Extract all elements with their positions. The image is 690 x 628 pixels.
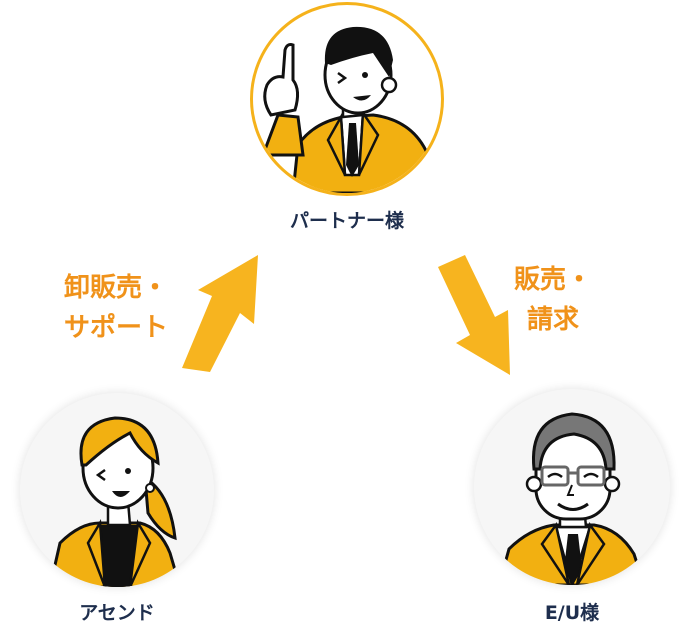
woman-ponytail-illustration	[48, 416, 182, 587]
partner-label: パートナー様	[289, 210, 404, 232]
senior-man-glasses-illustration	[497, 412, 646, 585]
partner-avatar-circle	[250, 2, 444, 196]
flow-label-line2: 請求	[527, 305, 580, 335]
flow-label-line1: 卸販売・	[64, 273, 169, 303]
flow-label-line1: 販売・	[514, 265, 593, 295]
eu-avatar-circle	[474, 389, 670, 585]
flow-label-sales-billing: 販売・ 請求	[514, 260, 592, 340]
eu-label: E/U様	[544, 602, 600, 624]
arrow-down-right-icon	[428, 255, 523, 380]
man-pointing-up-illustration	[260, 26, 435, 193]
ascend-avatar-circle	[20, 393, 214, 587]
arrow-up-right-icon	[170, 250, 270, 375]
flow-label-line2: サポート	[64, 313, 169, 343]
ascend-label: アセンド	[79, 602, 155, 624]
flow-label-wholesale-support: 卸販売・ サポート	[64, 268, 168, 348]
